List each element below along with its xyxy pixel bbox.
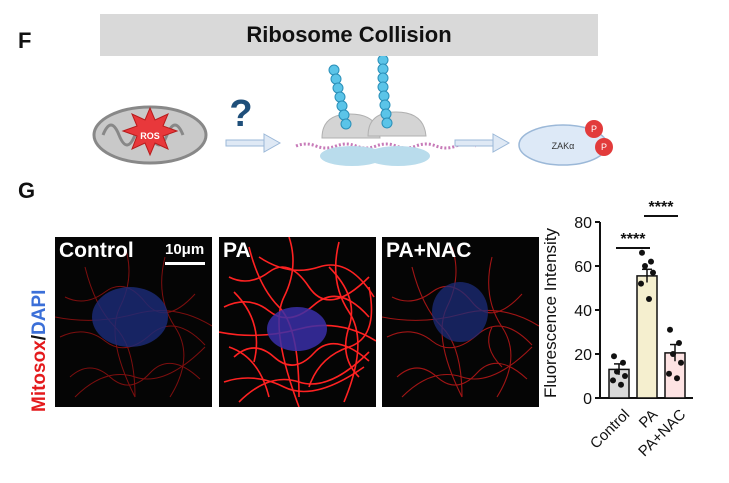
data-point <box>678 359 684 366</box>
panel-letter-g: G <box>18 178 36 203</box>
significance-label: **** <box>621 231 647 248</box>
data-point <box>639 249 645 256</box>
mrna-strand <box>295 142 477 150</box>
y-tick-label: 0 <box>583 391 592 408</box>
y-axis-label: Fluorescence Intensity <box>541 227 560 398</box>
nascent-peptide-chain-left <box>328 64 352 130</box>
data-point <box>614 368 620 375</box>
data-point <box>622 373 628 379</box>
data-point <box>674 375 680 382</box>
data-point <box>666 370 672 377</box>
micrograph-pa-nac: PA+NAC <box>382 237 539 407</box>
mitochondrion-icon: ROS <box>92 105 208 165</box>
ribosome-schematic: ROS ? ZAKα P P <box>92 56 613 166</box>
zak-kinase-icon: ZAKα P P <box>518 120 613 166</box>
y-tick-label: 40 <box>574 303 592 320</box>
y-tick-label: 60 <box>574 259 592 276</box>
image-label-control: Control <box>59 239 134 262</box>
micrograph-control: Control 10μm <box>55 237 212 407</box>
nascent-peptide-chain-right <box>377 56 393 129</box>
y-tick-label: 80 <box>574 215 592 232</box>
arrow-right-icon <box>225 133 282 153</box>
data-point <box>642 263 648 269</box>
data-point <box>646 296 652 302</box>
phospho-label: P <box>601 142 607 152</box>
y-tick-label: 20 <box>574 347 592 364</box>
data-point <box>610 377 616 384</box>
data-point <box>676 340 682 346</box>
image-label-pa: PA <box>223 239 251 262</box>
phospho-label: P <box>591 124 597 134</box>
data-point <box>618 381 624 388</box>
data-point <box>620 359 626 366</box>
data-point <box>638 280 644 287</box>
image-label-pa-nac: PA+NAC <box>386 239 472 262</box>
x-tick-label: Control <box>587 406 633 452</box>
zak-label: ZAKα <box>552 141 575 151</box>
channel-label: Mitosox/DAPI <box>29 289 50 412</box>
arrow-right-icon <box>454 133 511 153</box>
data-point <box>648 258 654 265</box>
scale-bar-label: 10μm <box>165 241 205 258</box>
bar-pa <box>636 275 658 399</box>
collided-ribosomes-icon <box>320 111 430 166</box>
significance-label: **** <box>649 199 675 216</box>
data-point <box>670 351 676 357</box>
panel-letter-f: F <box>18 28 32 53</box>
micrograph-pa: PA <box>219 237 376 407</box>
scale-bar <box>165 262 205 265</box>
data-point <box>650 269 656 276</box>
ros-label: ROS <box>140 131 160 141</box>
question-mark: ? <box>229 93 252 135</box>
banner-title: Ribosome Collision <box>100 14 598 56</box>
data-point <box>611 353 617 360</box>
data-point <box>667 326 673 333</box>
